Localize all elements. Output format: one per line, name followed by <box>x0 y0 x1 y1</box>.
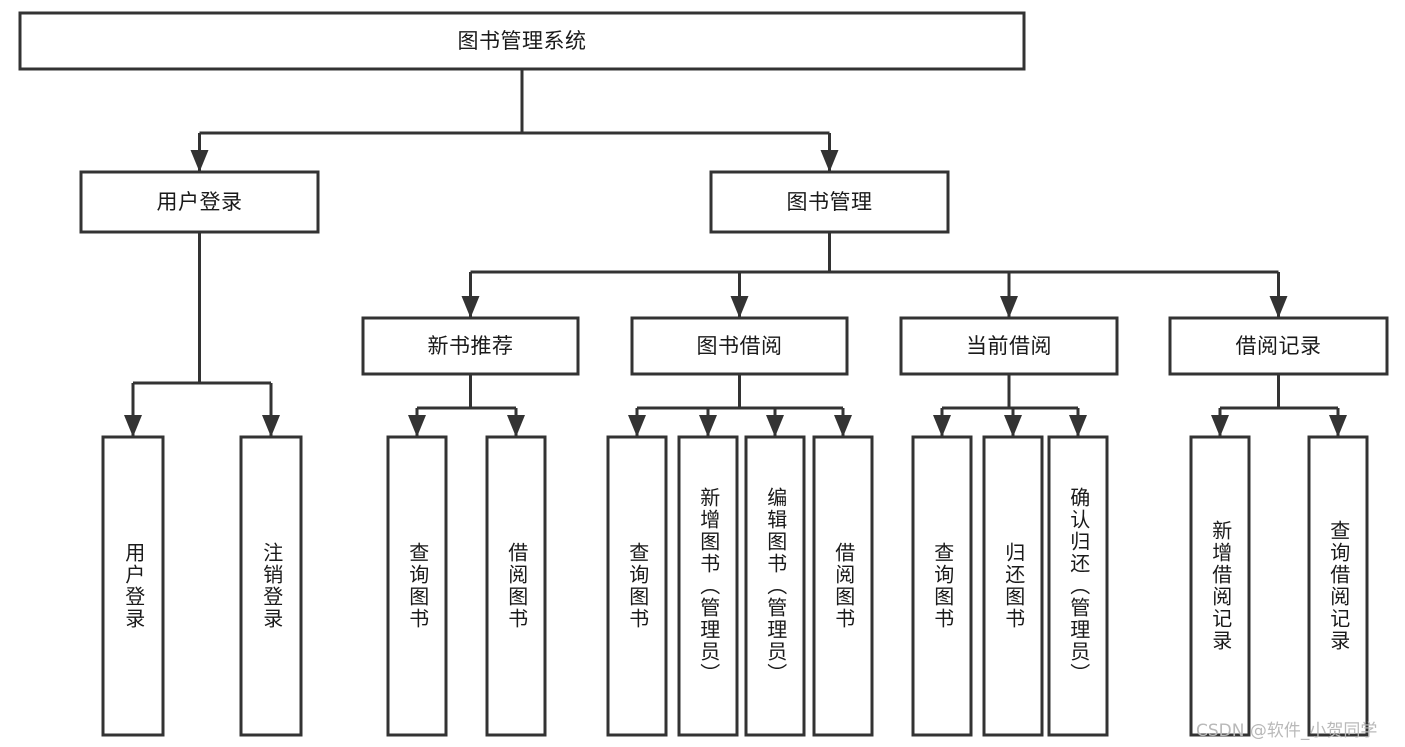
current-borrow-to-leaves-arrow-0 <box>933 415 951 437</box>
mgmt-to-level3-arrow-2 <box>1000 296 1018 318</box>
node-box-leaf-logout-login[interactable] <box>239 435 303 737</box>
book-borrow-to-leaves-arrow-1 <box>699 415 717 437</box>
book-borrow-to-leaves-arrow-0 <box>628 415 646 437</box>
node-box-leaf-confirm-return[interactable] <box>1047 435 1109 737</box>
borrow-record-to-leaves-arrow-0 <box>1211 415 1229 437</box>
user-login-to-leaves-arrow-0 <box>124 415 142 437</box>
connector-layer <box>124 69 1347 437</box>
new-book-recommend-to-leaves-arrow-0 <box>408 415 426 437</box>
root-to-level2-arrow-0 <box>190 150 209 172</box>
current-borrow-to-leaves-arrow-1 <box>1004 415 1022 437</box>
root-to-level2-arrow-1 <box>820 150 839 172</box>
node-box-book-borrow[interactable] <box>630 316 849 376</box>
node-box-leaf-query-borrow-record[interactable] <box>1307 435 1369 737</box>
user-login-to-leaves-arrow-1 <box>262 415 280 437</box>
node-box-user-login[interactable] <box>79 170 320 234</box>
book-borrow-to-leaves-arrow-3 <box>834 415 852 437</box>
node-box-book-management[interactable] <box>709 170 950 234</box>
current-borrow-to-leaves-arrow-2 <box>1069 415 1087 437</box>
node-box-leaf-query-book-borrow[interactable] <box>606 435 668 737</box>
mgmt-to-level3-arrow-3 <box>1269 296 1288 318</box>
node-box-leaf-query-book-recommend[interactable] <box>386 435 448 737</box>
mgmt-to-level3-arrow-1 <box>730 296 749 318</box>
node-box-leaf-return-book[interactable] <box>982 435 1044 737</box>
node-box-leaf-borrow-book[interactable] <box>812 435 874 737</box>
node-box-leaf-user-login[interactable] <box>101 435 165 737</box>
node-box-current-borrow[interactable] <box>899 316 1119 376</box>
new-book-recommend-to-leaves-arrow-1 <box>507 415 525 437</box>
borrow-record-to-leaves-arrow-1 <box>1329 415 1347 437</box>
node-box-root[interactable] <box>18 11 1026 71</box>
book-borrow-to-leaves-arrow-2 <box>766 415 784 437</box>
node-box-new-book-recommend[interactable] <box>361 316 580 376</box>
mgmt-to-level3-arrow-0 <box>461 296 480 318</box>
node-box-layer <box>18 11 1389 737</box>
node-box-borrow-record[interactable] <box>1168 316 1389 376</box>
node-box-leaf-add-book[interactable] <box>677 435 739 737</box>
node-box-leaf-edit-book[interactable] <box>744 435 806 737</box>
node-box-leaf-add-borrow-record[interactable] <box>1189 435 1251 737</box>
node-box-leaf-borrow-book-recommend[interactable] <box>485 435 547 737</box>
node-box-leaf-query-book-current[interactable] <box>911 435 973 737</box>
